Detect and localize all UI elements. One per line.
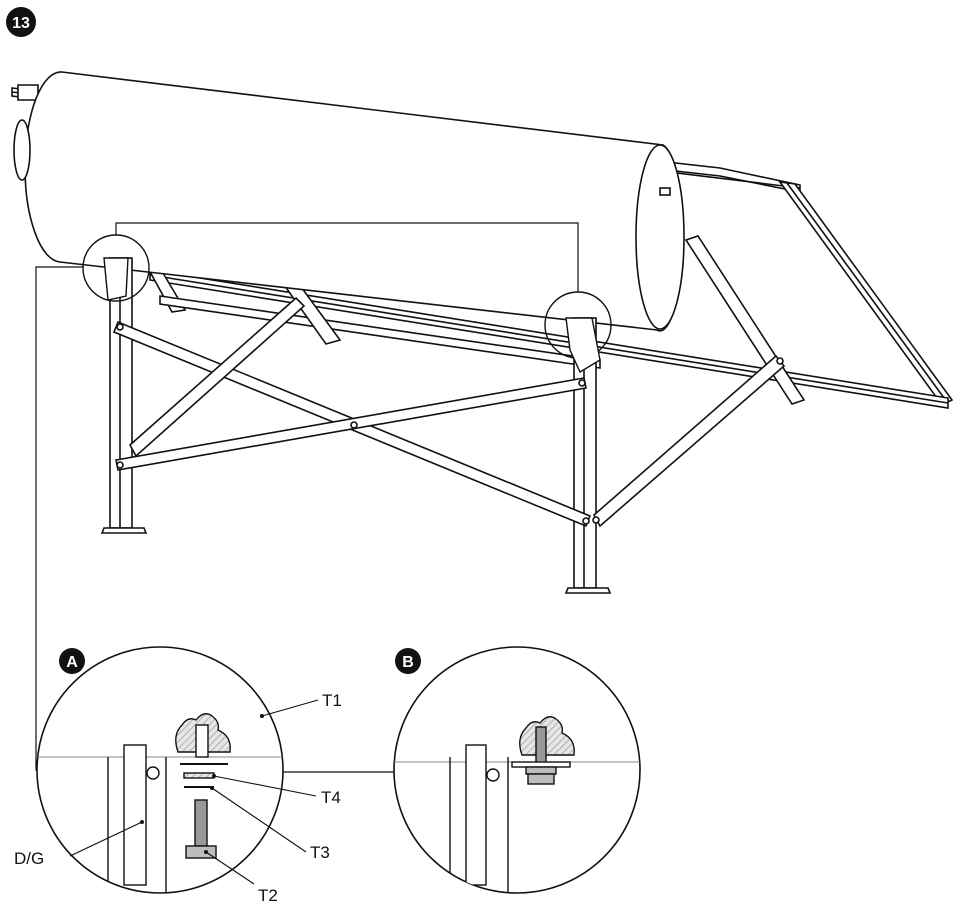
svg-text:D/G: D/G bbox=[14, 849, 44, 868]
zoom-marker-right bbox=[544, 291, 612, 374]
label-t2: T2 bbox=[204, 850, 278, 905]
detail-view-a: A bbox=[36, 646, 284, 894]
label-t3: T3 bbox=[210, 786, 330, 862]
water-tank bbox=[13, 71, 685, 332]
label-dg: D/G bbox=[14, 820, 144, 868]
part-labels: T1 T4 T3 T2 D/G bbox=[14, 691, 342, 905]
svg-text:T4: T4 bbox=[321, 788, 341, 807]
step-number: 13 bbox=[12, 15, 30, 32]
step-badge: 13 bbox=[6, 7, 36, 37]
label-t4: T4 bbox=[212, 774, 341, 807]
svg-text:T3: T3 bbox=[310, 843, 330, 862]
badge-b-label: B bbox=[402, 654, 414, 671]
support-stand bbox=[100, 257, 786, 594]
label-t1: T1 bbox=[260, 691, 342, 718]
svg-text:T1: T1 bbox=[322, 691, 342, 710]
badge-a-label: A bbox=[66, 654, 78, 671]
detail-view-b: B bbox=[393, 646, 641, 894]
svg-text:T2: T2 bbox=[258, 886, 278, 905]
